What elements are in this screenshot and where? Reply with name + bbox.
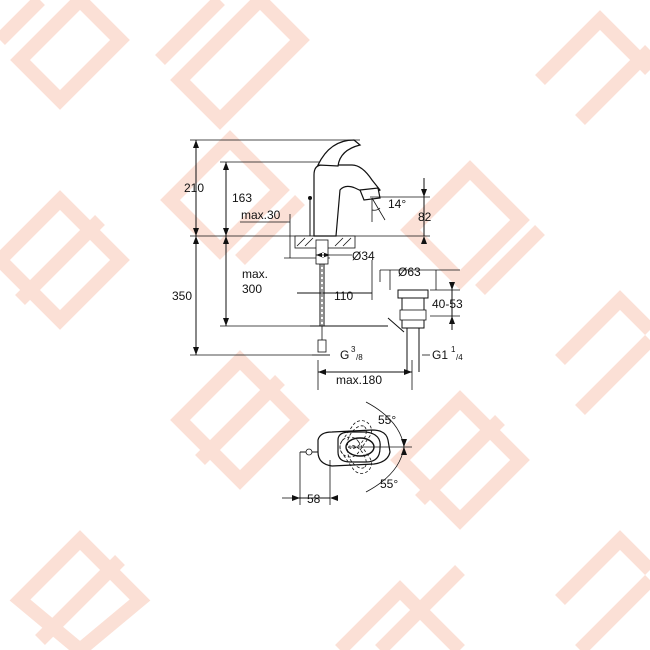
dim-dia-63: Ø63 [398,265,421,279]
dim-55-top: 55° [378,413,396,427]
plan-view [282,401,412,505]
dim-300: 300 [242,282,262,296]
dim-max30: max.30 [241,208,281,222]
elevation-view [190,139,460,390]
dim-350: 350 [172,289,192,303]
dim-40-53: 40-53 [432,297,463,311]
dim-g1-1-4: G1 1 /4 [432,345,463,362]
dim-58: 58 [307,492,321,506]
svg-text:G1: G1 [432,348,448,362]
svg-text:G: G [340,348,349,362]
svg-text:3: 3 [351,345,356,354]
dim-82: 82 [418,210,432,224]
dim-210: 210 [184,181,204,195]
dim-163: 163 [232,191,252,205]
dim-max180: max.180 [336,373,382,387]
dim-55-bottom: 55° [380,477,398,491]
dim-dia-34: Ø34 [352,249,375,263]
dim-g-3-8: G 3 /8 [340,345,363,362]
dim-14-degrees: 14° [388,197,406,211]
svg-text:/4: /4 [456,353,463,362]
svg-text:/8: /8 [356,353,363,362]
dim-max-label: max. [242,267,268,281]
svg-text:1: 1 [451,345,456,354]
dim-110: 110 [334,289,353,303]
